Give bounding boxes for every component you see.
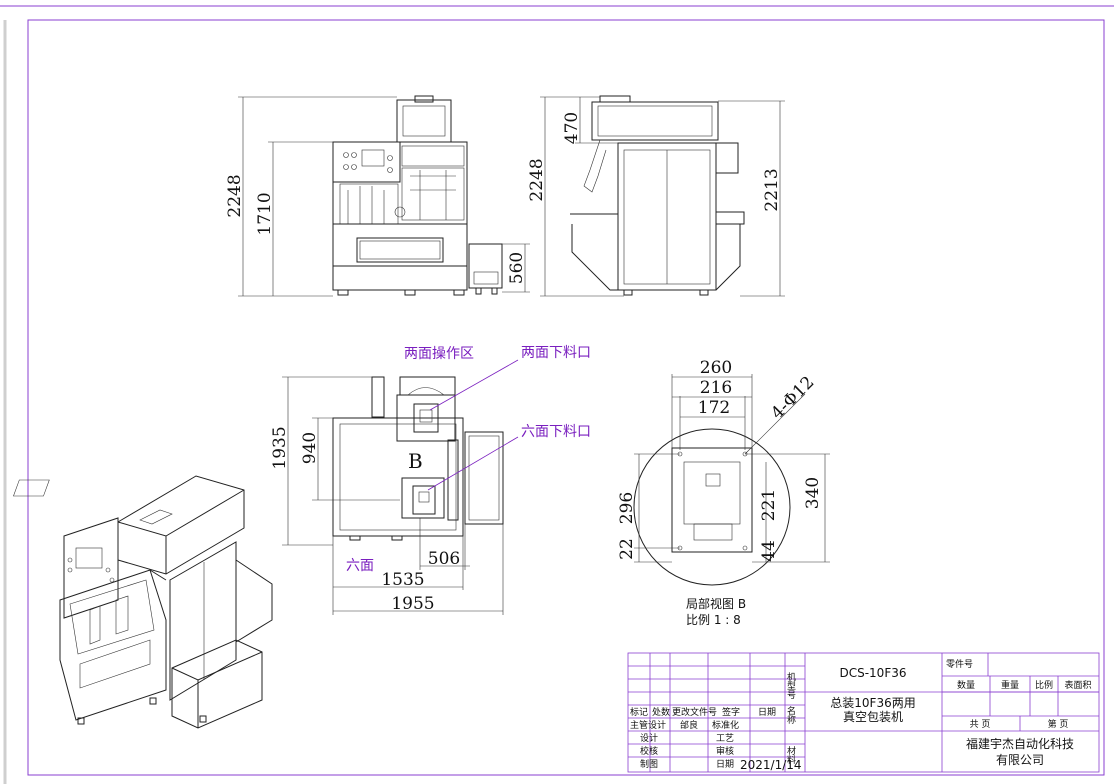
- tb-company-line2: 有限公司: [996, 753, 1044, 767]
- tb-design: 设计: [640, 732, 658, 744]
- tb-date-value: 2021/1/14: [740, 758, 802, 772]
- side-dim-right-height: 2213: [762, 168, 782, 211]
- tb-craft: 工艺: [716, 733, 734, 744]
- front-dim-body-height: 1710: [255, 192, 275, 235]
- title-block: 机型号 DCS-10F36 名称 总装10F36两用 真空包装机 材料 零件号 …: [627, 652, 1100, 773]
- front-dim-box-height: 560: [507, 252, 527, 284]
- tb-chief-designer-name: 邰良: [680, 719, 698, 731]
- detail-dim-340: 340: [803, 477, 823, 509]
- top-dim-inner: 940: [300, 432, 320, 464]
- top-dim-1535: 1535: [381, 570, 424, 590]
- tb-qty-label: 数量: [957, 679, 975, 691]
- label-six-side: 六面: [346, 558, 374, 574]
- tb-page-no: 第 页: [1048, 718, 1069, 730]
- tb-total-pages: 共 页: [970, 719, 991, 730]
- tb-name-line1: 总装10F36两用: [830, 696, 915, 710]
- tb-hdr-date: 日期: [758, 707, 776, 718]
- tb-material-label: 材料: [785, 745, 796, 765]
- label-two-side-outlet: 两面下料口: [521, 345, 591, 361]
- tb-check: 校核: [640, 745, 658, 757]
- tb-model-value: DCS-10F36: [839, 666, 906, 680]
- tb-hdr-place: 处数: [652, 706, 670, 718]
- detail-dim-260: 260: [700, 358, 732, 378]
- drawing-border: [27, 19, 1105, 776]
- detail-caption: 局部视图 B: [686, 596, 746, 611]
- side-view: 470 2248 2213: [527, 95, 785, 297]
- tb-name-line2: 真空包装机: [843, 710, 903, 724]
- tb-part-no-label: 零件号: [946, 658, 973, 670]
- tb-chief-designer: 主管设计: [630, 719, 666, 731]
- detail-scale: 比例 1 : 8: [686, 613, 741, 627]
- tb-scale-label: 比例: [1035, 679, 1053, 691]
- marker-b: B: [408, 449, 423, 473]
- isometric-view: [13, 475, 273, 729]
- detail-dim-22: 22: [617, 538, 637, 560]
- tb-hdr-mark: 标记: [630, 706, 648, 718]
- top-dim-1955: 1955: [391, 594, 434, 614]
- tb-name-label: 名称: [785, 705, 796, 725]
- front-dim-total-height: 2248: [225, 174, 245, 217]
- label-two-side-ops: 两面操作区: [404, 346, 474, 362]
- tb-surface-label: 表面积: [1064, 679, 1091, 691]
- top-dim-506: 506: [428, 549, 460, 569]
- detail-dim-221: 221: [759, 489, 779, 521]
- side-dim-total-height: 2248: [527, 158, 547, 201]
- detail-dim-216: 216: [700, 378, 732, 398]
- tb-model-label: 机型号: [785, 671, 796, 700]
- detail-dim-44: 44: [759, 540, 779, 562]
- detail-dim-296: 296: [617, 492, 637, 524]
- detail-dim-hole: 4-Φ12: [767, 373, 818, 424]
- tb-standardize: 标准化: [712, 719, 739, 731]
- tb-weight-label: 重量: [1001, 679, 1019, 691]
- tb-date-label: 日期: [716, 759, 734, 770]
- tb-review: 审核: [716, 745, 734, 757]
- detail-view-b: 260 216 172 4-Φ12 296 22 221 44 340 局部视图…: [617, 358, 830, 627]
- tb-hdr-sign: 签字: [722, 706, 740, 718]
- label-six-side-outlet: 六面下料口: [521, 424, 591, 440]
- top-view: 1935 940 506 1535 1955 两面操作区 两面下料口 六面下料口…: [270, 345, 591, 615]
- tb-hdr-change: 更改文件号: [672, 706, 717, 718]
- front-view: 2248 1710 560: [225, 95, 530, 297]
- side-dim-top: 470: [562, 112, 582, 144]
- tb-draw: 制图: [640, 758, 658, 770]
- detail-dim-172: 172: [698, 398, 730, 418]
- tb-company-line1: 福建宇杰自动化科技: [966, 736, 1074, 751]
- top-dim-depth: 1935: [270, 426, 290, 469]
